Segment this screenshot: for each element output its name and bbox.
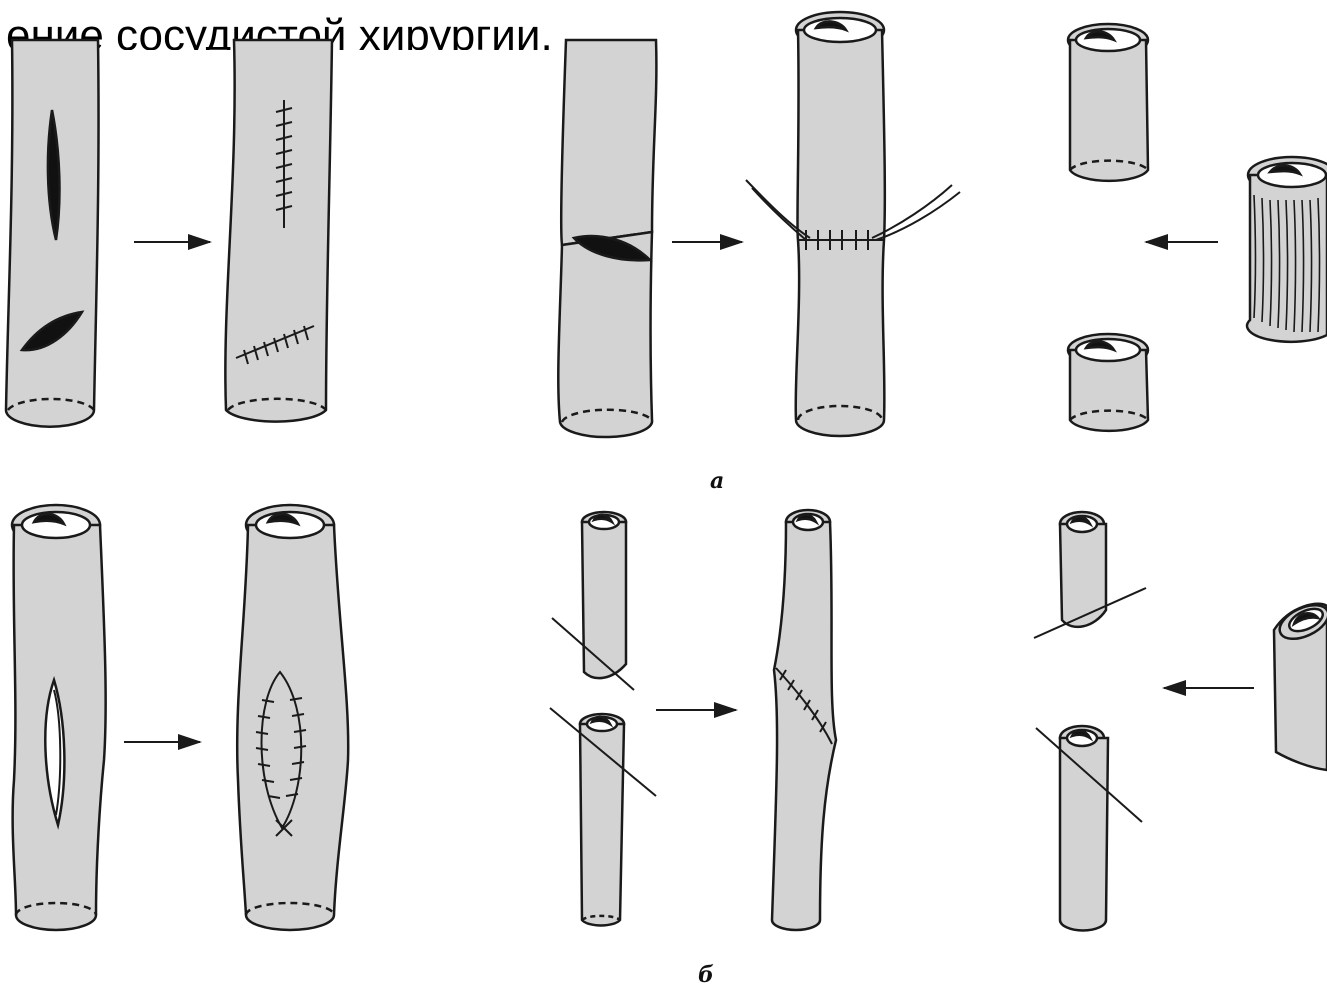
lower-oblique-vessel-stump	[1036, 726, 1142, 930]
panel-label-a: а	[710, 468, 724, 494]
vessel-with-lateral-sutures	[225, 40, 332, 422]
vessel-partially-transected	[558, 40, 656, 437]
bevelled-vascular-graft	[1274, 598, 1327, 770]
vessel-with-diamond-wound	[12, 505, 106, 930]
vessel-with-circular-suture	[746, 12, 960, 436]
vessel-with-oblique-anastomosis	[772, 510, 836, 930]
distal-vessel-stump	[1068, 334, 1148, 431]
vessel-with-longitudinal-and-oblique-wounds	[6, 40, 99, 427]
panel-label-b: б	[698, 962, 714, 988]
lower-narrow-vessel-segment	[550, 708, 656, 926]
proximal-vessel-stump	[1068, 24, 1148, 181]
upper-oblique-vessel-stump	[1034, 512, 1146, 638]
corrugated-vascular-prosthesis	[1247, 157, 1327, 342]
upper-narrow-vessel-segment	[552, 512, 634, 690]
vessel-with-continuous-suture	[237, 505, 348, 930]
